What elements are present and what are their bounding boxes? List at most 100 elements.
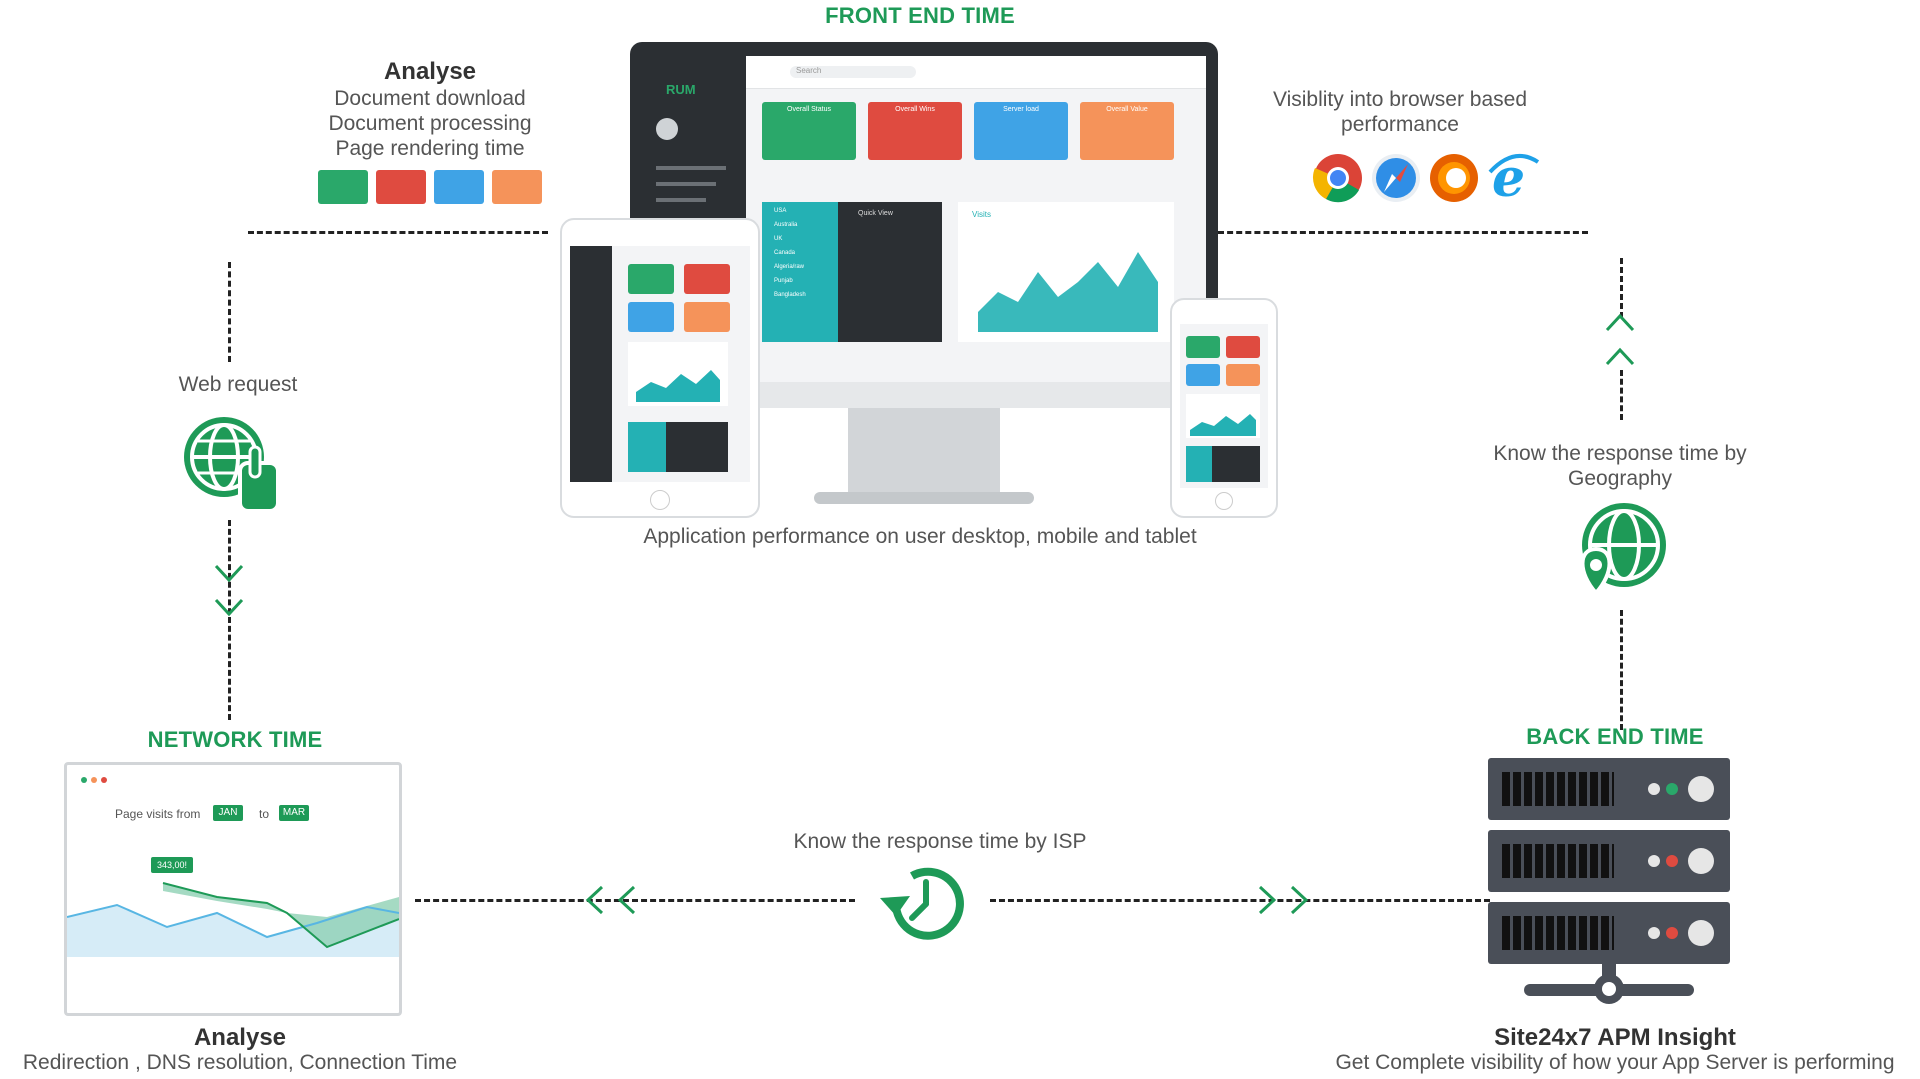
monitor-stand	[848, 408, 1000, 492]
to-label: to	[259, 807, 270, 821]
chart-tooltip: 343,00!	[151, 857, 193, 873]
geography-label: Know the response time by Geography	[1493, 442, 1747, 490]
power-button	[1688, 848, 1714, 874]
app-topbar: Search	[746, 56, 1206, 89]
stat-card: Overall Value	[1080, 102, 1174, 160]
mini-card-green	[318, 170, 368, 204]
status-light-red	[1666, 927, 1678, 939]
analyse-top-line: Document processing	[328, 112, 532, 135]
flow-line-right-mid	[1620, 370, 1623, 420]
analyse-top-line: Page rendering time	[335, 137, 525, 160]
tablet-sidebar	[570, 246, 612, 482]
tablet-card	[628, 302, 674, 332]
globe-location-icon	[1580, 503, 1666, 596]
phone-home-button	[1215, 492, 1233, 510]
server-network-node-core	[1602, 982, 1616, 996]
country-item: USA	[774, 208, 787, 214]
safari-icon	[1372, 154, 1420, 202]
flow-line-top-left	[248, 231, 548, 234]
mini-card-blue	[434, 170, 484, 204]
phone-chart-panel	[1186, 394, 1260, 438]
stat-card-title: Overall Value	[1106, 106, 1148, 113]
stat-card: Overall Status	[762, 102, 856, 160]
server-vents	[1502, 844, 1614, 878]
stat-card-title: Server load	[1003, 106, 1039, 113]
phone-screen	[1180, 324, 1268, 488]
tablet-card	[628, 264, 674, 294]
country-item: Punjab	[774, 278, 793, 284]
avatar	[656, 118, 678, 140]
window-dot-red	[101, 777, 107, 783]
mini-card-red	[376, 170, 426, 204]
country-item: Algeria/raw	[774, 264, 805, 270]
browser-caption: Visiblity into browser based performance	[1272, 88, 1528, 136]
stat-card-title: Overall Wins	[895, 106, 935, 113]
phone-card	[1226, 336, 1260, 358]
flow-line-bottom-right	[990, 899, 1490, 902]
mini-card-orange	[492, 170, 542, 204]
tablet-area-chart	[636, 370, 720, 402]
sidebar-item[interactable]	[656, 182, 716, 186]
server-vents	[1502, 916, 1614, 950]
apm-description: Get Complete visibility of how your App …	[1335, 1051, 1895, 1074]
flow-line-left-lower	[228, 520, 231, 720]
firefox-icon	[1430, 154, 1478, 202]
server-unit	[1488, 830, 1730, 892]
front-end-caption: Application performance on user desktop,…	[643, 525, 1197, 548]
sidebar-item[interactable]	[656, 198, 706, 202]
country-panel: USA Australia UK Canada Algeria/raw Punj…	[762, 202, 838, 342]
web-request-label: Web request	[178, 373, 298, 396]
arrow-up-icon	[1605, 313, 1635, 366]
server-stack	[1488, 758, 1734, 1008]
network-area-chart	[67, 882, 399, 957]
back-end-title: BACK END TIME	[1526, 724, 1704, 749]
visits-area-chart	[978, 252, 1158, 332]
flow-line-right-upper	[1620, 258, 1623, 318]
ie-icon: e	[1488, 152, 1540, 204]
power-button	[1688, 920, 1714, 946]
to-month-select[interactable]: MAR	[279, 805, 309, 821]
status-light-white	[1648, 855, 1660, 867]
phone-quick-panel	[1212, 446, 1260, 482]
svg-text:e: e	[1492, 152, 1525, 204]
server-unit	[1488, 758, 1730, 820]
front-end-title: FRONT END TIME	[825, 3, 1015, 28]
power-button	[1688, 776, 1714, 802]
network-chart-window: Page visits from JAN to MAR 343,00!	[64, 762, 402, 1016]
country-item: Canada	[774, 250, 796, 256]
window-dot-orange	[91, 777, 97, 783]
clock-refresh-icon	[880, 867, 964, 940]
flow-line-left-upper	[228, 262, 231, 362]
tablet-screen	[570, 246, 750, 482]
server-vents	[1502, 772, 1614, 806]
quick-view-panel: Quick View	[838, 202, 942, 342]
app-logo: RUM	[666, 82, 696, 97]
tablet-card	[684, 264, 730, 294]
visits-title: Visits	[972, 210, 991, 219]
window-dot-green	[81, 777, 87, 783]
status-light-red	[1666, 855, 1678, 867]
analyse-top-line: Document download	[334, 87, 526, 110]
from-month-select[interactable]: JAN	[213, 805, 243, 821]
status-light-green	[1666, 783, 1678, 795]
status-light-white	[1648, 783, 1660, 795]
sidebar-item[interactable]	[656, 166, 726, 170]
monitor-base	[814, 492, 1034, 504]
globe-click-icon	[184, 417, 280, 513]
stat-card-title: Overall Status	[787, 106, 831, 113]
chart-title: Page visits from	[115, 807, 201, 821]
tablet-chart-panel	[628, 342, 728, 406]
analyse-top-block: Analyse Document download Document proce…	[290, 58, 570, 161]
flow-line-bottom-left	[415, 899, 855, 902]
tablet-card	[684, 302, 730, 332]
phone-device	[1170, 298, 1278, 518]
phone-country-panel	[1186, 446, 1212, 482]
flow-line-right-lower	[1620, 610, 1623, 730]
tablet-country-panel	[628, 422, 666, 472]
flow-line-top-right	[1218, 231, 1588, 234]
phone-card	[1226, 364, 1260, 386]
server-network-node	[1594, 974, 1624, 1004]
search-input[interactable]: Search	[790, 66, 916, 78]
arrow-left-icon	[585, 885, 636, 915]
browser-icons: e	[1312, 152, 1542, 208]
